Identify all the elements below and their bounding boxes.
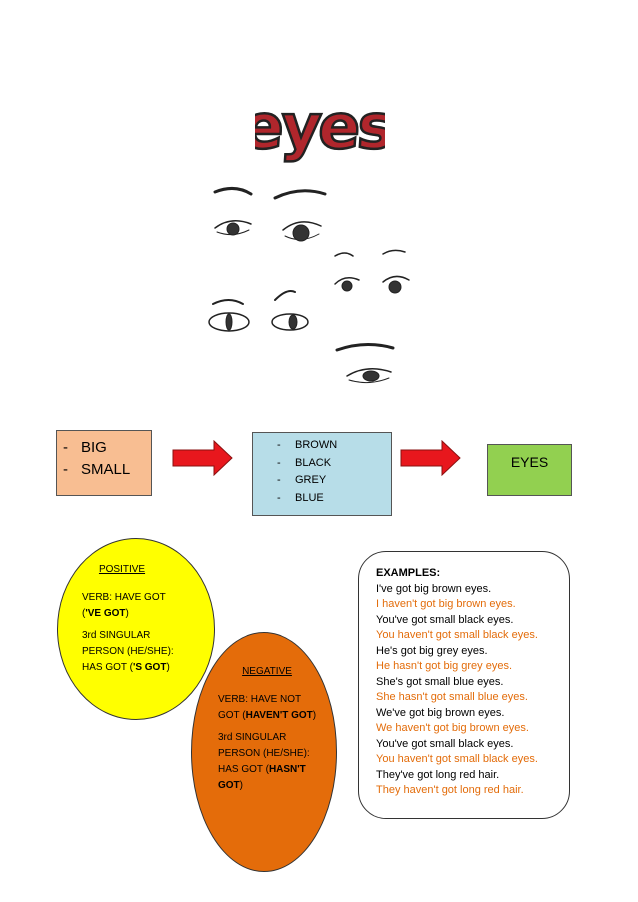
example-line: You haven't got small black eyes. <box>376 629 538 641</box>
right-arrow-icon <box>172 440 233 476</box>
example-line: We haven't got big brown eyes. <box>376 722 529 734</box>
positive-third-line: PERSON (HE/SHE): <box>82 646 174 657</box>
example-line: He's got big grey eyes. <box>376 644 488 657</box>
examples-list: EXAMPLES: I've got big brown eyes. I hav… <box>376 566 572 799</box>
examples-heading: EXAMPLES: <box>376 567 441 579</box>
positive-rules: POSITIVE VERB: HAVE GOT ('VE GOT) 3rd SI… <box>82 562 212 676</box>
example-line: She's got small blue eyes. <box>376 675 504 688</box>
eyes-illustration <box>208 187 410 384</box>
example-line: They haven't got long red hair. <box>376 784 524 796</box>
negative-rules: NEGATIVE VERB: HAVE NOT GOT (HAVEN'T GOT… <box>218 664 340 794</box>
negative-third-line: 3rd SINGULAR <box>218 732 287 743</box>
examples-box <box>358 551 570 819</box>
example-line: You've got small black eyes. <box>376 737 514 750</box>
example-line: He hasn't got big grey eyes. <box>376 660 513 672</box>
page-title: eyes <box>255 89 385 164</box>
negative-heading: NEGATIVE <box>242 666 292 677</box>
positive-third-line: 3rd SINGULAR <box>82 630 151 641</box>
noun-box: EYES <box>487 444 572 496</box>
negative-verb-short: GOT (HAVEN'T GOT) <box>218 710 317 721</box>
example-line: They've got long red hair. <box>376 768 500 781</box>
negative-ellipse <box>191 632 337 872</box>
positive-heading: POSITIVE <box>98 564 146 575</box>
size-adjective-box: -BIG -SMALL <box>56 430 152 496</box>
colour-item: -BROWN <box>277 439 338 451</box>
example-line: She hasn't got small blue eyes. <box>376 691 528 703</box>
right-arrow-icon <box>400 440 461 476</box>
colour-adjective-box: -BROWN -BLACK -GREY -BLUE <box>252 432 392 516</box>
example-line: I haven't got big brown eyes. <box>376 598 516 610</box>
negative-verb-line: VERB: HAVE NOT <box>218 694 302 705</box>
svg-text:eyes: eyes <box>255 90 385 163</box>
positive-ellipse <box>57 538 215 720</box>
positive-verb-short: ('VE GOT) <box>82 608 129 619</box>
example-line: You haven't got small black eyes. <box>376 753 538 765</box>
size-item: -SMALL <box>63 461 131 478</box>
example-line: I've got big brown eyes. <box>376 582 492 595</box>
positive-third-short: HAS GOT ('S GOT) <box>82 662 170 673</box>
positive-verb-line: VERB: HAVE GOT <box>82 592 166 603</box>
colour-item: -BLUE <box>277 491 324 504</box>
negative-third-short: HAS GOT (HASN'T <box>218 764 306 775</box>
negative-third-line: PERSON (HE/SHE): <box>218 748 310 759</box>
negative-third-short-end: GOT) <box>218 780 244 791</box>
colour-item: -GREY <box>277 474 327 486</box>
noun-label: EYES <box>510 454 549 470</box>
example-line: You've got small black eyes. <box>376 613 514 626</box>
size-item: -BIG <box>63 439 107 456</box>
colour-item: -BLACK <box>277 456 332 469</box>
example-line: We've got big brown eyes. <box>376 706 505 719</box>
